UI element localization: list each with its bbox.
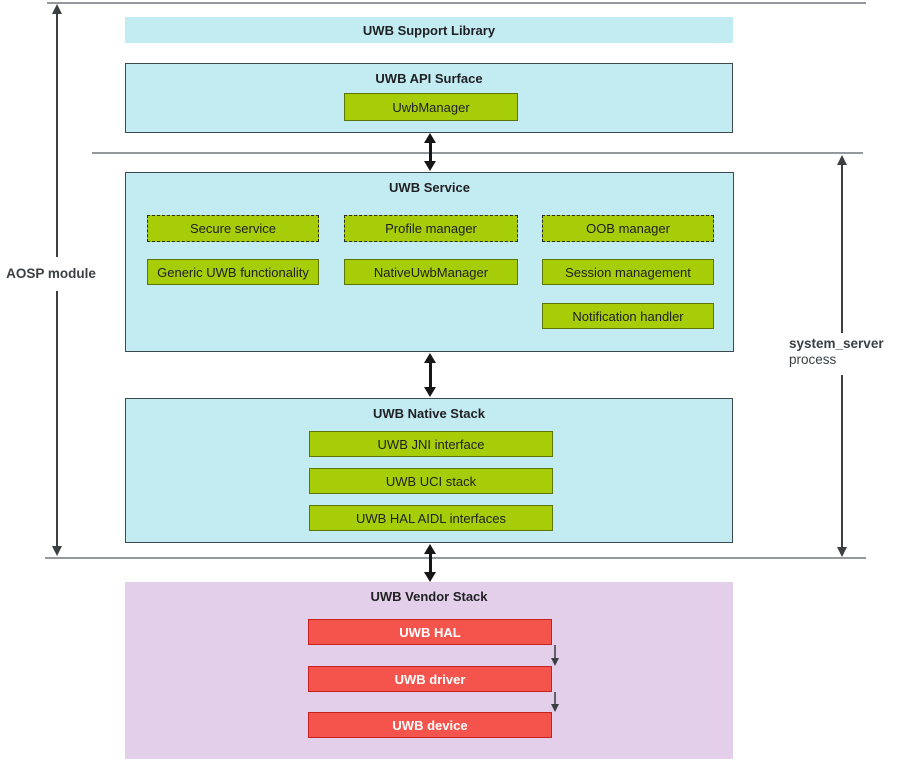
uwb-driver-box: UWB driver (308, 666, 552, 692)
uwb-native-stack-title: UWB Native Stack (373, 406, 485, 421)
uwb-hal-aidl-interfaces-box: UWB HAL AIDL interfaces (309, 505, 553, 531)
uwb-manager-box: UwbManager (344, 93, 518, 121)
uwb-vendor-stack-box: UWB Vendor Stack UWB HAL UWB driver UWB … (125, 582, 733, 759)
system-server-arrow-up-icon (837, 155, 847, 165)
uwb-jni-interface-box: UWB JNI interface (309, 431, 553, 457)
system-server-arrow-shaft-bottom (841, 375, 843, 547)
system-server-label-process: process (789, 352, 837, 367)
notification-handler-box: Notification handler (542, 303, 714, 329)
uwb-service-title: UWB Service (389, 180, 470, 195)
aosp-module-label: AOSP module (6, 266, 96, 281)
uwb-vendor-stack-title: UWB Vendor Stack (370, 589, 488, 604)
aosp-arrow-shaft-bottom (56, 291, 58, 546)
uwb-support-library-title: UWB Support Library (362, 22, 496, 38)
api-service-double-arrow-icon (422, 133, 438, 171)
session-management-box: Session management (542, 259, 714, 285)
native-vendor-double-arrow-icon (422, 544, 438, 582)
top-boundary-line (47, 2, 866, 4)
driver-device-arrow-icon (549, 692, 561, 712)
uwb-api-surface-title: UWB API Surface (375, 71, 483, 86)
uwb-hal-box: UWB HAL (308, 619, 552, 645)
native-uwb-manager-box: NativeUwbManager (344, 259, 518, 285)
system-server-label: system_server process (789, 336, 894, 368)
aosp-arrow-up-icon (52, 4, 62, 14)
uwb-native-stack-box: UWB Native Stack UWB JNI interface UWB U… (125, 398, 733, 543)
generic-uwb-functionality-box: Generic UWB functionality (147, 259, 319, 285)
system-server-arrow-shaft-top (841, 164, 843, 333)
hal-driver-arrow-icon (549, 645, 561, 666)
system-server-label-bold: system_server (789, 336, 884, 351)
uwb-support-library-bar: UWB Support Library (125, 17, 733, 43)
system-server-arrow-down-icon (837, 547, 847, 557)
uwb-service-box: UWB Service Secure service Profile manag… (125, 172, 734, 352)
vendor-boundary-line (45, 557, 866, 559)
uwb-device-box: UWB device (308, 712, 552, 738)
system-server-boundary-line (92, 152, 863, 154)
uwb-uci-stack-box: UWB UCI stack (309, 468, 553, 494)
oob-manager-box: OOB manager (542, 215, 714, 242)
profile-manager-box: Profile manager (344, 215, 518, 242)
secure-service-box: Secure service (147, 215, 319, 242)
aosp-arrow-down-icon (52, 546, 62, 556)
aosp-arrow-shaft-top (56, 13, 58, 257)
service-native-double-arrow-icon (422, 353, 438, 397)
uwb-api-surface-box: UWB API Surface UwbManager (125, 63, 733, 133)
